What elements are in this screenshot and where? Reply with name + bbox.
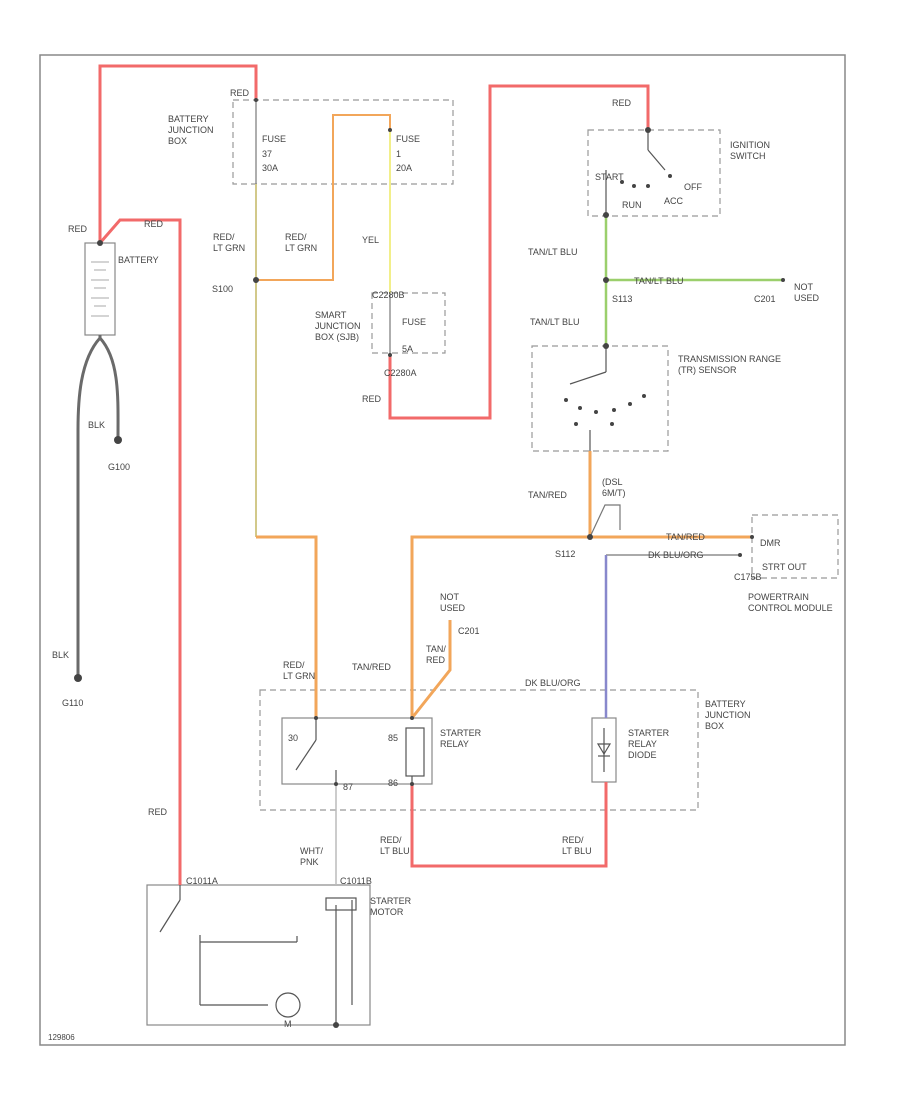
battery-junction-box-top [232, 99, 454, 185]
label-fuse1-amp: 30A [262, 163, 278, 173]
label-c2280b: C2280B [372, 290, 405, 300]
motor-symbol [275, 992, 301, 1018]
label-s112: S112 [555, 549, 575, 559]
label-c175b: C175B [734, 572, 762, 582]
starter-relay-box [281, 717, 433, 785]
label-pin86: 86 [388, 778, 398, 788]
label-pin87: 87 [343, 782, 353, 792]
label-fuse2-amp: 20A [396, 163, 412, 173]
wire-dsl-branch [589, 504, 621, 538]
diode-symbol [596, 728, 612, 772]
label-tan-ltblu-3: TAN/LT BLU [530, 317, 580, 327]
label-red-ltgrn-2: RED/LT GRN [285, 232, 317, 253]
label-acc: ACC [664, 196, 684, 206]
wire-red-battery-to-starter [98, 218, 182, 885]
label-g110: G110 [62, 698, 83, 708]
label-off: OFF [684, 182, 702, 192]
label-fuse3: FUSE [402, 317, 426, 327]
label-fuse1: FUSE [262, 134, 286, 144]
label-fuse1-num: 37 [262, 149, 272, 159]
label-blk2: BLK [52, 650, 69, 660]
label-red-ltblu-2: RED/LT BLU [562, 835, 592, 856]
label-footer-code: 129806 [48, 1033, 75, 1042]
label-wht-pnk: WHT/PNK [300, 846, 323, 867]
label-tan-red-4: TAN/RED [426, 644, 446, 665]
label-red-ltblu-1: RED/LT BLU [380, 835, 410, 856]
label-red-top-left: RED [230, 88, 250, 98]
wire-blk-g110 [76, 336, 102, 676]
smart-junction-box [371, 292, 446, 354]
battery-cells [91, 261, 109, 317]
starter-motor-box [146, 884, 371, 1026]
label-g100: G100 [108, 462, 130, 472]
pcm-box [751, 514, 839, 579]
tr-sensor-contacts [569, 346, 607, 451]
ignition-switch-contacts [605, 130, 666, 215]
starter-motor-internals [159, 885, 357, 1025]
wire-red-ltgrn-to-relay [256, 535, 318, 718]
label-c1011a: C1011A [186, 876, 218, 886]
battery-symbol [84, 242, 116, 336]
label-c2280a: C2280A [384, 368, 417, 378]
label-blk: BLK [88, 420, 105, 430]
label-red-ltgrn-1: RED/LT GRN [213, 232, 245, 253]
label-red-mid: RED [362, 394, 382, 404]
label-run: RUN [622, 200, 642, 210]
label-tan-red-2: TAN/RED [666, 532, 705, 542]
label-yel: YEL [362, 235, 379, 245]
label-fuse2: FUSE [396, 134, 420, 144]
label-pcm-pin: DMR [760, 538, 781, 548]
label-trs: TRANSMISSION RANGE(TR) SENSOR [678, 354, 781, 375]
label-red-ign: RED [612, 98, 632, 108]
label-red-starter: RED [148, 807, 168, 817]
tr-sensor-box [531, 345, 669, 452]
label-tan-ltblu-2: TAN/LT BLU [634, 276, 684, 286]
wire-red-battery-to-bjb [98, 64, 258, 243]
label-battery: BATTERY [118, 255, 159, 265]
label-strt-out: STRT OUT [762, 562, 807, 572]
label-c201b: C201 [458, 626, 480, 636]
label-m: M [284, 1019, 292, 1029]
wire-red-ltgrn-2 [256, 114, 391, 281]
label-c201: C201 [754, 294, 776, 304]
label-tan-ltblu-1: TAN/LT BLU [528, 247, 578, 257]
label-fuse2-num: 1 [396, 149, 401, 159]
label-red-battery2: RED [144, 219, 164, 229]
starter-relay-internals [295, 718, 425, 784]
starter-relay-diode-box [591, 717, 617, 783]
wire-tanred-s112-to-relay [410, 535, 590, 718]
label-c1011b: C1011B [340, 876, 372, 886]
label-dk-blu-org-1: DK BLU/ORG [648, 550, 704, 560]
label-s113: S113 [612, 294, 632, 304]
label-s100: S100 [212, 284, 233, 294]
wire-red-sjb-to-ign [388, 84, 650, 420]
wire-tanred-c201 [410, 620, 452, 719]
label-tan-red-3: TAN/RED [352, 662, 391, 672]
label-start: START [595, 172, 624, 182]
label-tan-red-1: TAN/RED [528, 490, 567, 500]
wire-red-ltblu [410, 782, 608, 868]
label-pin85: 85 [388, 733, 398, 743]
wire-blk-g100 [98, 335, 120, 439]
label-dk-blu-org-2: DK BLU/ORG [525, 678, 581, 688]
label-pin30: 30 [288, 733, 298, 743]
label-red-ltgrn-3: RED/LT GRN [283, 660, 315, 681]
label-red-battery: RED [68, 224, 88, 234]
label-fuse3-amp: 5A [402, 344, 413, 354]
battery-junction-box-bottom [259, 689, 699, 811]
ignition-switch-box [587, 129, 721, 217]
diagram-frame [39, 54, 846, 1046]
